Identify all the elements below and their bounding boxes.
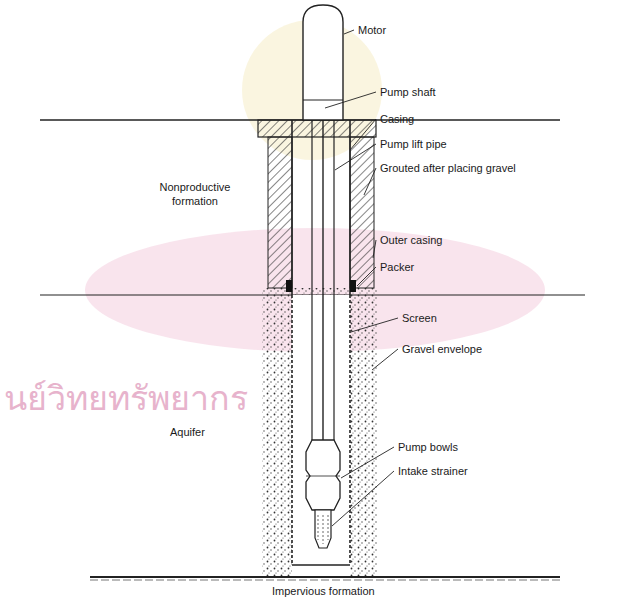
- screen: [349, 295, 351, 565]
- screen-interior: [292, 295, 350, 576]
- casing-wall: [349, 120, 351, 295]
- casing-wall: [291, 120, 293, 295]
- gravel-envelope: [262, 288, 378, 576]
- part-label: Pump lift pipe: [380, 137, 447, 151]
- part-label: Intake strainer: [398, 464, 468, 478]
- part-label: Grouted after placing gravel: [380, 161, 516, 175]
- part-label: Outer casing: [380, 233, 442, 247]
- part-label: Screen: [402, 311, 437, 325]
- intake-strainer: [318, 515, 319, 540]
- part-label: Pump shaft: [380, 85, 436, 99]
- screen: [291, 295, 293, 565]
- formation-label: Aquifer: [170, 425, 205, 439]
- part-label: Casing: [380, 112, 414, 126]
- packer: [350, 280, 356, 292]
- lift-pipe: [333, 100, 334, 440]
- motor: [303, 5, 343, 120]
- intake-strainer: [328, 515, 329, 540]
- impervious-line: [90, 576, 560, 578]
- pump-shaft: [322, 100, 323, 445]
- surface-flange: [258, 120, 376, 137]
- part-label: Pump bowls: [398, 440, 458, 454]
- part-label: Gravel envelope: [402, 342, 482, 356]
- packer: [286, 280, 292, 292]
- leader-lines: [325, 30, 398, 526]
- part-label: Motor: [358, 23, 386, 37]
- grout-left: [268, 137, 292, 288]
- intake-strainer: [315, 510, 331, 548]
- part-label: Packer: [380, 260, 414, 274]
- formation-label: Impervious formation: [272, 584, 375, 598]
- lift-pipe: [311, 100, 312, 440]
- pump-bowls: [306, 440, 340, 510]
- intake-strainer: [323, 515, 324, 544]
- formation-label: Nonproductive formation: [150, 180, 240, 208]
- grout-right: [350, 137, 374, 288]
- screen-bottom: [292, 564, 350, 565]
- impervious-line: [90, 580, 560, 581]
- pump-bowls: [306, 476, 340, 477]
- watermark-text: นย์วิทยทรัพยากร: [4, 378, 248, 418]
- motor-base: [303, 100, 343, 101]
